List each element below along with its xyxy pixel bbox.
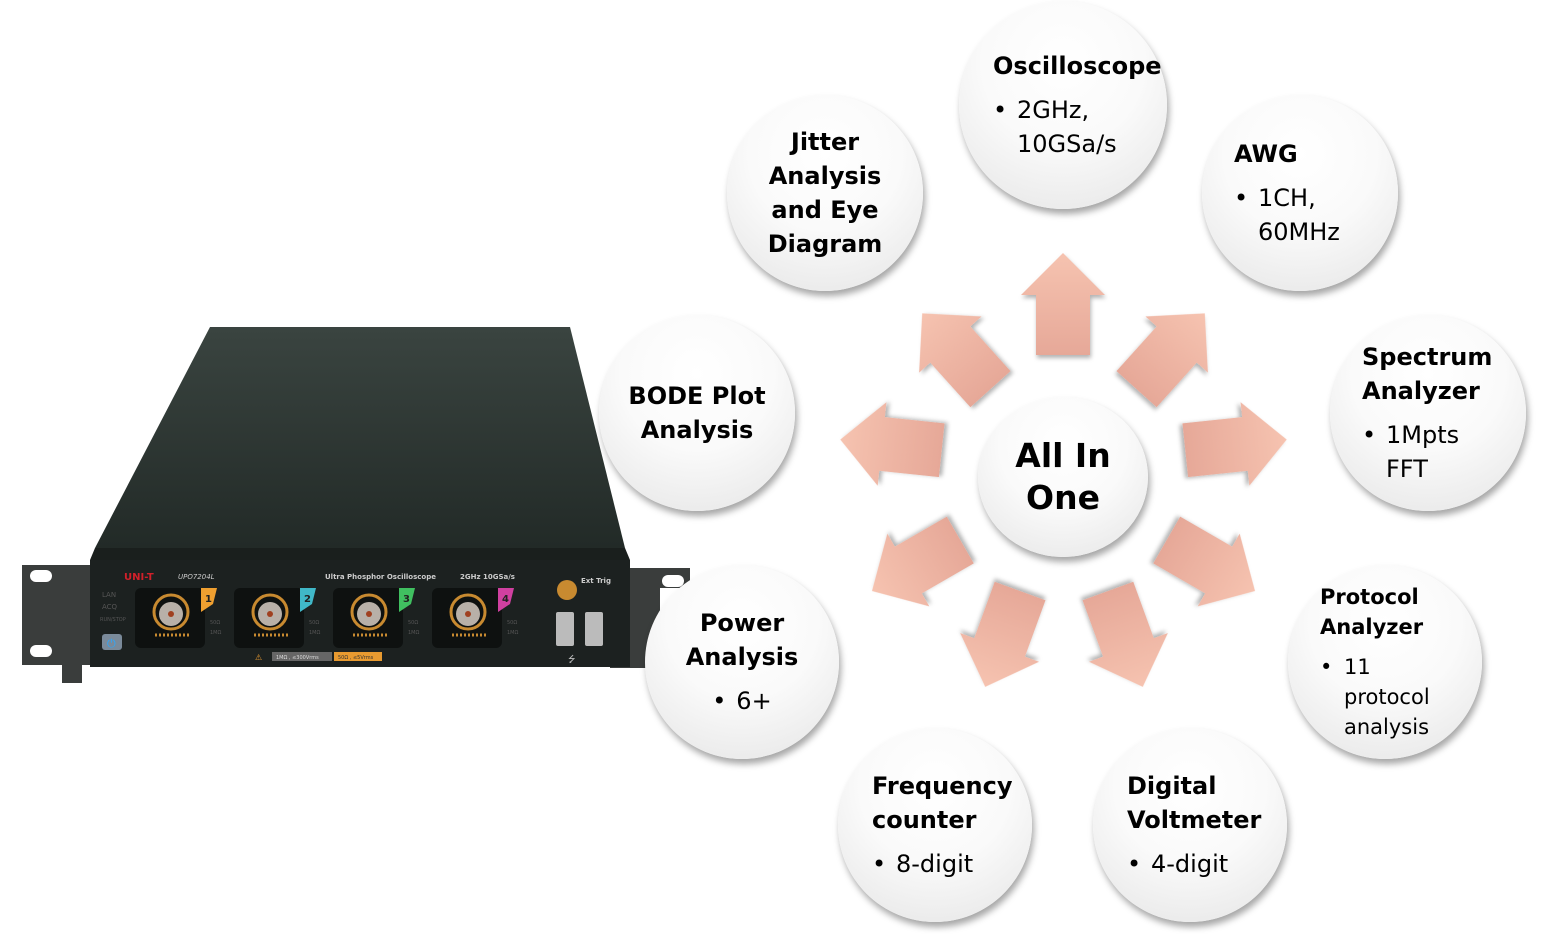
feature-bullets: 6+ [712,684,771,718]
power-icon: ⏻ [107,637,116,650]
feature-title: Digital Voltmeter [1127,772,1262,834]
svg-text:50Ω: 50Ω [210,620,220,626]
arrows [840,253,1287,687]
power-button[interactable] [102,634,122,650]
feature-bubble-frequency: Frequency counter 8-digit [838,728,1032,922]
feature-bullet: 11 protocol analysis [1320,652,1462,742]
feature-title: BODE Plot Analysis [628,382,766,444]
feature-bullets: 8-digit [872,847,1012,881]
feature-bubble-jitter: Jitter Analysis and Eye Diagram [727,95,923,291]
usb-port [585,612,603,646]
usb-port [556,612,574,646]
arrow-icon [1153,516,1256,607]
feature-bullet: 8-digit [872,847,1012,881]
feature-bullet: 6+ [712,684,771,718]
arrow-icon [1021,253,1105,355]
feature-bullet: 2GHz, 10GSa/s [993,93,1147,161]
feature-bullet: 1Mpts FFT [1362,418,1506,486]
spec-label: 2GHz 10GSa/s [460,573,515,581]
feature-bubble-spectrum: Spectrum Analyzer 1Mpts FFT [1330,315,1526,511]
channel-4-input[interactable]: 4 50Ω 1MΩ [432,588,518,648]
feature-bubble-dvm: Digital Voltmeter 4-digit [1093,728,1287,922]
led-acq: ACQ [102,603,118,611]
feature-bullet: 1CH, 60MHz [1234,181,1378,249]
svg-text:50Ω: 50Ω [507,620,517,626]
arrow-icon [840,402,945,486]
feature-bullets: 4-digit [1127,847,1267,881]
feature-bubble-awg: AWG 1CH, 60MHz [1202,95,1398,291]
warning-icon: ⚠ [255,653,262,662]
arrow-icon [871,516,974,607]
svg-text:1MΩ: 1MΩ [309,630,320,636]
warn-1m: 1MΩ , ≤300Vrms [276,655,319,661]
feature-title: Protocol Analyzer [1320,585,1424,639]
svg-text:2: 2 [304,594,311,605]
brand-logo: UNI-T [124,572,154,583]
feature-title: Power Analysis [685,609,799,671]
center-title: All In One [1015,436,1111,517]
channel-1-input[interactable]: 1 50Ω 1MΩ [135,588,221,648]
svg-text:1MΩ: 1MΩ [408,630,419,636]
svg-text:50Ω: 50Ω [309,620,319,626]
arrow-icon [1082,581,1168,687]
feature-title: AWG [1234,140,1298,168]
arrow-icon [960,581,1046,687]
svg-text:3: 3 [403,594,410,605]
feature-bubble-oscilloscope: Oscilloscope 2GHz, 10GSa/s [959,1,1167,209]
feature-bullets: 2GHz, 10GSa/s [993,93,1147,161]
feature-bullets: 1CH, 60MHz [1234,181,1378,249]
feature-bubble-power: Power Analysis 6+ [645,565,839,759]
arrow-icon [1182,402,1287,486]
feature-title: Spectrum Analyzer [1362,343,1493,405]
svg-text:1MΩ: 1MΩ [210,630,221,636]
feature-title: Oscilloscope [993,52,1162,80]
warn-50: 50Ω , ≤5Vrms [338,655,374,661]
channel-2-input[interactable]: 2 50Ω 1MΩ [234,588,320,648]
channel-3-input[interactable]: 3 50Ω 1MΩ [333,588,419,648]
oscilloscope-device: UNI-T UPO7204L Ultra Phosphor Oscillosco… [22,327,690,688]
led-lan: LAN [102,591,116,599]
ext-trig-connector [557,580,577,600]
feature-bullet: 4-digit [1127,847,1267,881]
feature-bubble-protocol: Protocol Analyzer 11 protocol analysis [1288,565,1482,759]
arrow-icon [919,313,1011,408]
led-runstop: RUN/STOP [100,617,126,623]
arrow-icon [1116,313,1208,408]
feature-bullets: 11 protocol analysis [1320,652,1462,742]
feature-bullets: 1Mpts FFT [1362,418,1506,486]
usb-icon: ⭍ [568,654,576,665]
svg-text:1: 1 [205,594,212,605]
type-label: Ultra Phosphor Oscilloscope [325,573,436,581]
svg-text:1MΩ: 1MΩ [507,630,518,636]
svg-text:4: 4 [502,594,509,605]
feature-title: Frequency counter [872,772,1013,834]
center-bubble: All In One [978,397,1148,557]
svg-text:50Ω: 50Ω [408,620,418,626]
feature-title: Jitter Analysis and Eye Diagram [767,128,883,258]
feature-bubble-bode: BODE Plot Analysis [599,315,795,511]
ext-trig-label: Ext Trig [581,577,611,585]
model-label: UPO7204L [178,573,215,581]
